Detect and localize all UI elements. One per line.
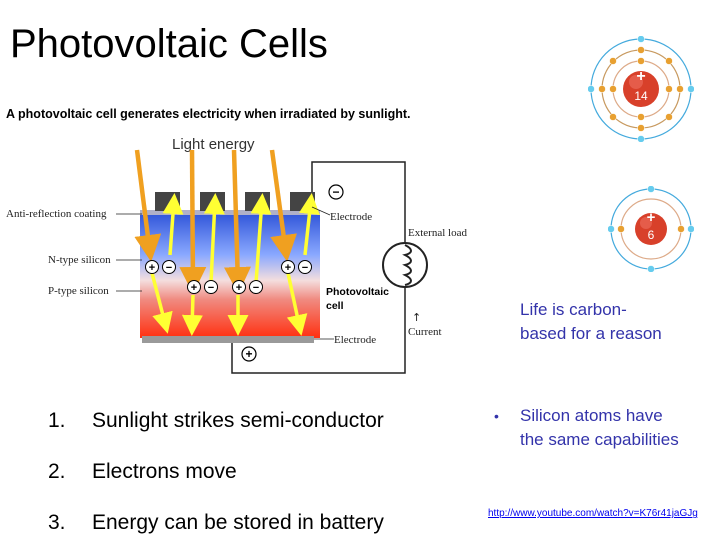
light-arrow (134, 149, 162, 262)
anti-reflection-coating (140, 210, 320, 215)
slide-title: Photovoltaic Cells (10, 22, 328, 66)
silicon-charge: + (636, 68, 645, 85)
light-arrow (223, 149, 251, 294)
silicon-atom-icon: + 14 (588, 36, 694, 142)
video-link[interactable]: http://www.youtube.com/watch?v=K76r41jaG… (488, 508, 698, 519)
leader-line (311, 206, 331, 216)
pv-cell-diagram: A photovoltaic cell generates electricit… (6, 107, 467, 374)
charge-pair: + − (232, 280, 263, 294)
svg-text:−: − (208, 282, 214, 294)
top-electrode-finger (200, 192, 225, 211)
light-arrow (269, 149, 297, 262)
silicon-note-text: Silicon atoms have the same capabilities (520, 406, 679, 449)
electrode-bottom-label: Electrode (334, 334, 376, 346)
current-label: Current (408, 326, 442, 338)
electron-arrow (250, 193, 272, 284)
cell-body (140, 210, 320, 338)
carbon-atom-icon: + 6 (608, 186, 694, 272)
carbon-charge: + (647, 209, 656, 226)
steps-list: 1. Sunlight strikes semi-conductor 2. Elec… (48, 407, 384, 560)
step-text: Sunlight strikes semi-conductor (92, 409, 384, 432)
anti-reflection-label: Anti-reflection coating (6, 208, 107, 220)
step-number: 1. (48, 409, 66, 432)
carbon-number: 6 (648, 228, 655, 242)
bullet: • (494, 408, 499, 424)
list-item: 2. Electrons move (48, 458, 384, 509)
current-arrow: ↑ (412, 311, 421, 324)
n-type-label: N-type silicon (48, 254, 111, 266)
svg-text:+: + (245, 347, 252, 361)
svg-text:+: + (149, 262, 155, 274)
step-number: 3. (48, 511, 66, 534)
silicon-note: • Silicon atoms have the same capabiliti… (494, 404, 684, 452)
list-item: 3. Energy can be stored in battery (48, 509, 384, 560)
external-load-icon (382, 242, 428, 288)
electrode-top-label: Electrode (330, 211, 372, 223)
light-arrow (179, 149, 207, 294)
negative-terminal: − (328, 184, 344, 200)
svg-text:−: − (253, 282, 259, 294)
svg-text:+: + (191, 282, 197, 294)
p-type-label: P-type silicon (48, 285, 109, 297)
svg-text:−: − (302, 262, 308, 274)
carbon-note: Life is carbon-based for a reason (520, 300, 662, 343)
cell-label-line1: Photovoltaic (326, 286, 389, 298)
step-text: Energy can be stored in battery (92, 511, 384, 534)
positive-terminal: + (241, 346, 257, 362)
top-electrode-finger (155, 192, 180, 211)
step-text: Electrons move (92, 460, 237, 483)
bottom-electrode (142, 336, 314, 343)
cell-label-line2: cell (326, 300, 344, 312)
top-electrode-finger (245, 192, 270, 211)
charge-pair: + − (187, 280, 218, 294)
hole-arrow (286, 272, 308, 336)
light-energy-label: Light energy (172, 136, 255, 153)
silicon-number: 14 (634, 89, 648, 103)
svg-text:−: − (332, 185, 339, 199)
electron-arrow (203, 193, 225, 284)
step-number: 2. (48, 460, 66, 483)
charge-pair: + − (281, 260, 312, 274)
charge-pair: + − (145, 260, 176, 274)
electron-arrow (299, 193, 320, 256)
list-item: 1. Sunlight strikes semi-conductor (48, 407, 384, 458)
diagram-caption: A photovoltaic cell generates electricit… (6, 107, 411, 121)
external-load-label: External load (408, 227, 467, 239)
hole-arrow (150, 272, 173, 334)
svg-text:+: + (236, 282, 242, 294)
electron-arrow (162, 193, 184, 256)
svg-text:−: − (166, 262, 172, 274)
hole-arrow (181, 294, 203, 336)
svg-text:+: + (285, 262, 291, 274)
